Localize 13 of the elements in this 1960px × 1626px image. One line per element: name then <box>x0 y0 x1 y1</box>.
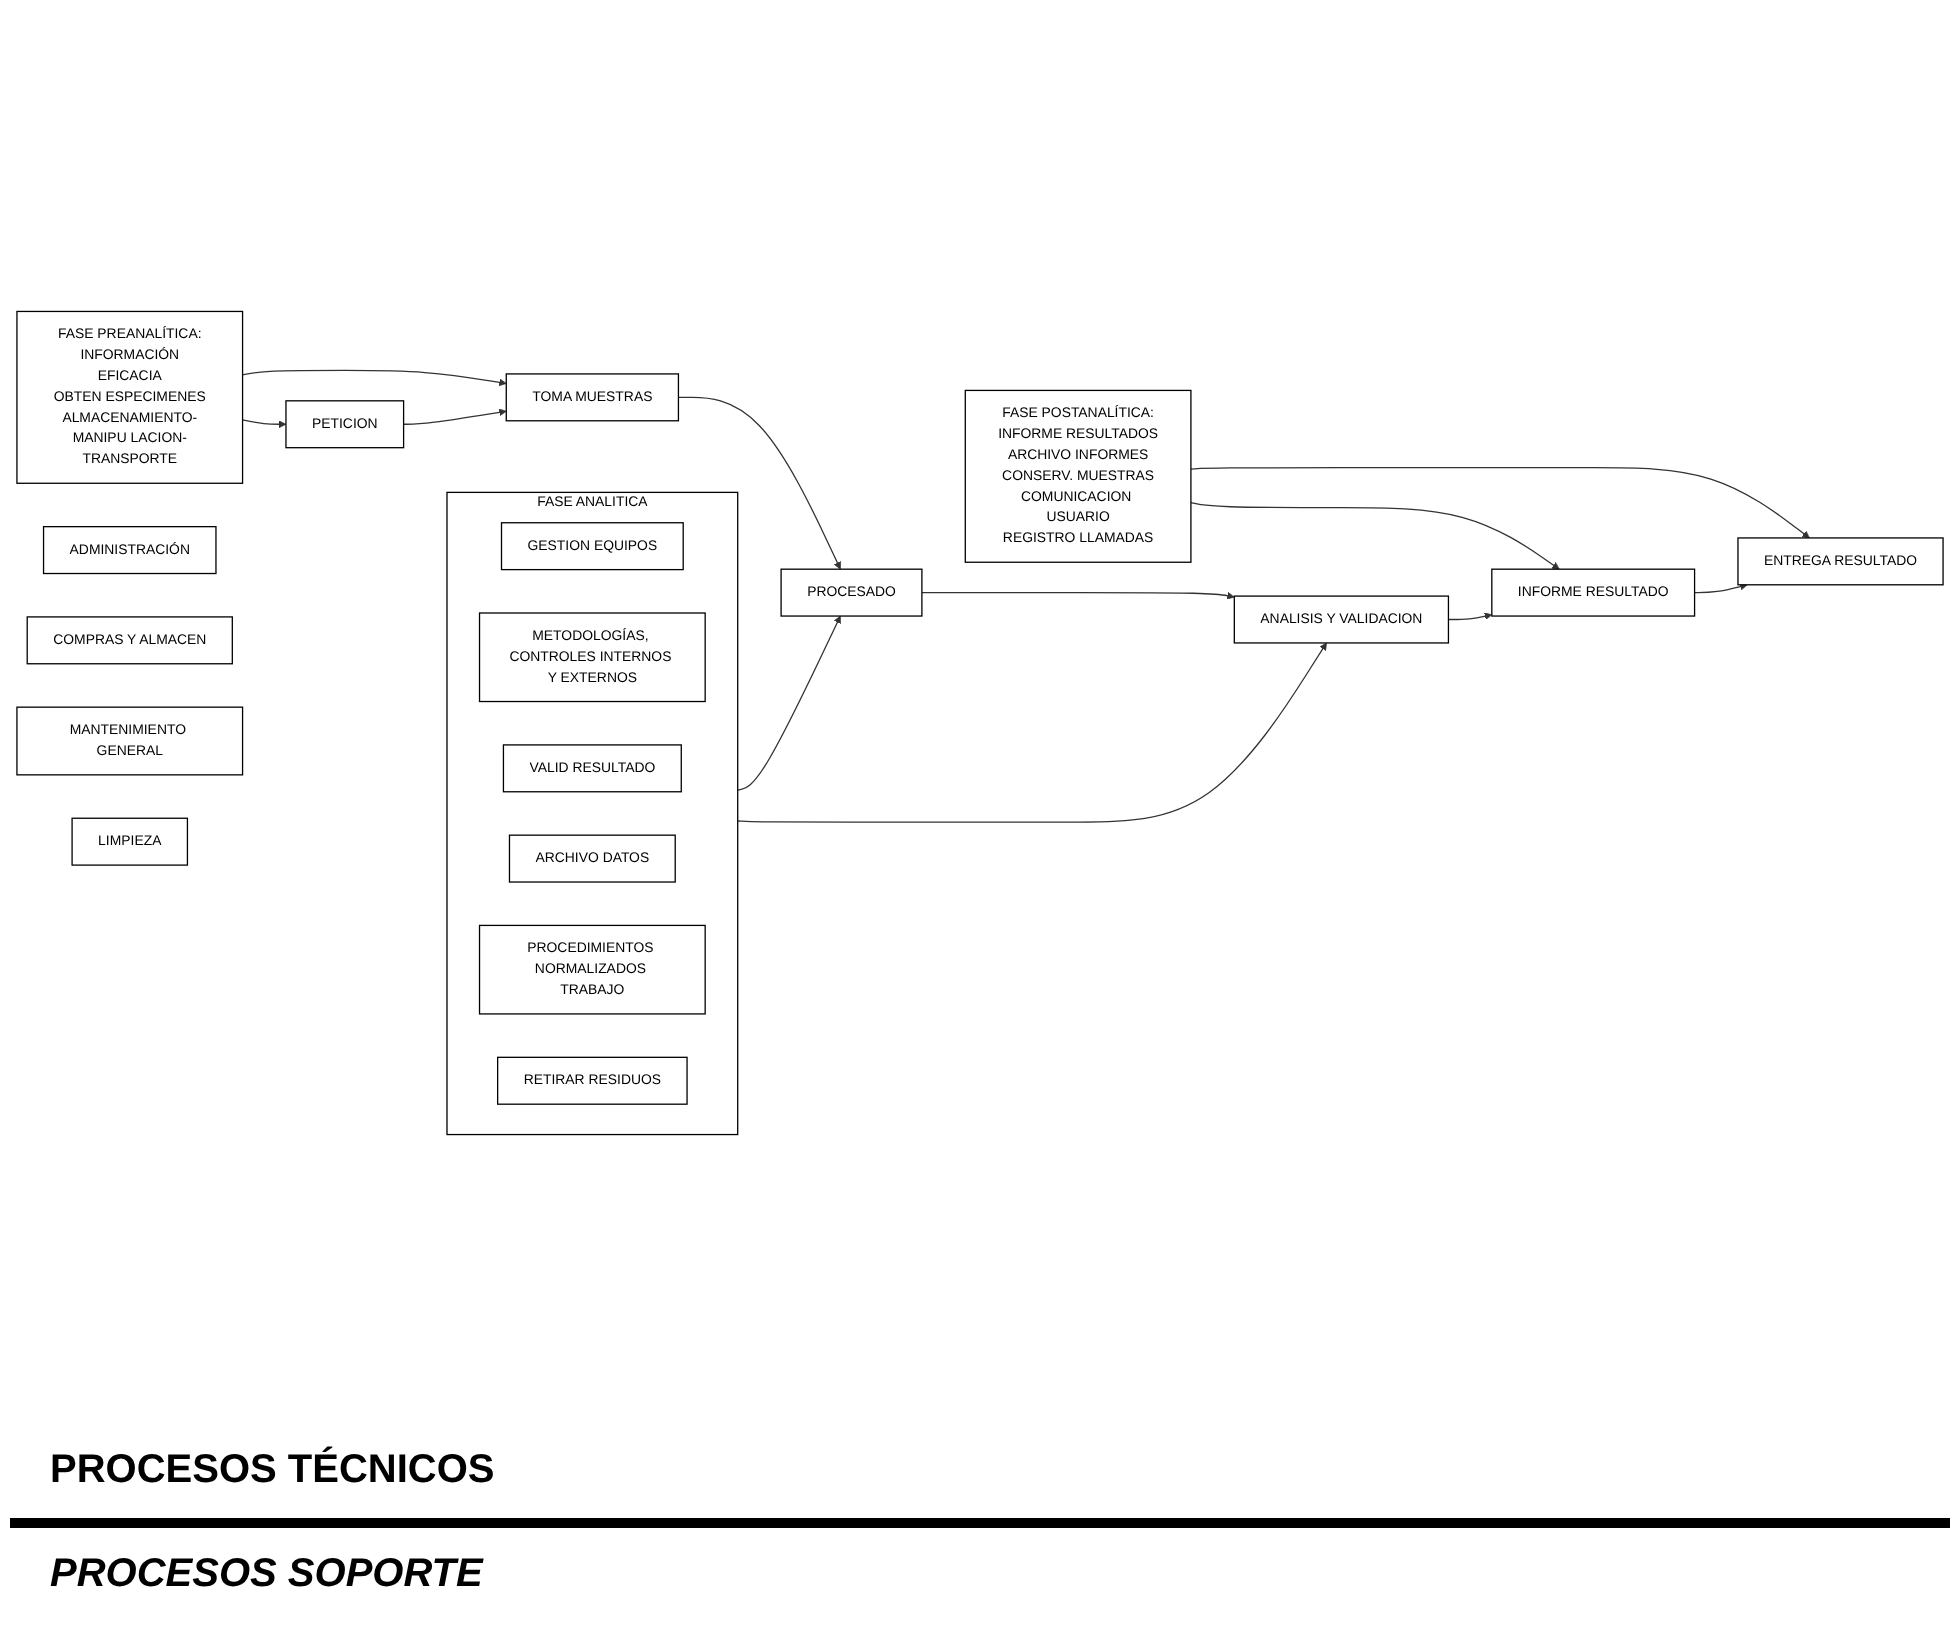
section-heading: PROCESOS TÉCNICOS <box>50 1448 495 1494</box>
arrow <box>241 369 507 387</box>
arrow <box>737 615 841 791</box>
arrow <box>1447 612 1493 621</box>
arrow <box>1190 501 1560 570</box>
arrow <box>737 642 1327 823</box>
arrow <box>402 408 507 425</box>
arrow <box>241 419 287 429</box>
arrow <box>921 591 1235 600</box>
section-heading: PROCESOS SOPORTE <box>50 1552 483 1598</box>
arrow <box>1693 582 1748 594</box>
arrow <box>1190 467 1810 539</box>
arrow <box>677 396 841 570</box>
